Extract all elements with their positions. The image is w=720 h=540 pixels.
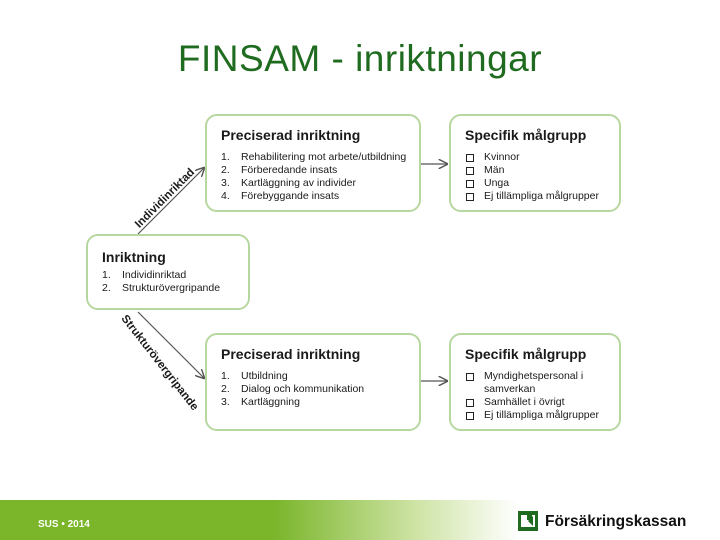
list-item: 3.Kartläggning (221, 396, 300, 408)
upper-precise-box: Preciserad inriktning 1.Rehabilitering m… (205, 114, 421, 212)
list-item: Unga (465, 177, 619, 190)
checkbox-bullet-icon (466, 399, 474, 407)
list-item: Män (465, 164, 619, 177)
footer-bar (0, 500, 720, 540)
list-item: 1.Rehabilitering mot arbete/utbildning (221, 151, 407, 163)
checkbox-bullet-icon (466, 154, 474, 162)
checkbox-bullet-icon (466, 167, 474, 175)
lower-precise-box: Preciserad inriktning 1.Utbildning 2.Dia… (205, 333, 421, 431)
checkbox-bullet-icon (466, 373, 474, 381)
list-item: 2.Dialog och kommunikation (221, 383, 365, 395)
list-item: Samhället i övrigt (465, 396, 619, 409)
list-item: Kvinnor (465, 151, 619, 164)
lower-precise-heading: Preciserad inriktning (221, 346, 361, 362)
list-item: 1.Individinriktad (102, 269, 187, 281)
lower-target-box: Specifik målgrupp Myndighetspersonal i s… (449, 333, 621, 431)
footer-text: SUS • 2014 (38, 519, 90, 530)
list-item: 3.Kartläggning av individer (221, 177, 356, 189)
checkbox-bullet-icon (466, 180, 474, 188)
list-item: samverkan (484, 383, 536, 395)
page-title: FINSAM - inriktningar (177, 38, 543, 79)
checkbox-bullet-icon (466, 412, 474, 420)
upper-precise-heading: Preciserad inriktning (221, 127, 361, 143)
center-box-heading: Inriktning (102, 249, 166, 265)
lower-branch-arrow (137, 311, 204, 378)
list-item: 2.Förberedande insats (221, 164, 338, 176)
checkbox-bullet-icon (466, 193, 474, 201)
list-item: Myndighetspersonal i (465, 370, 619, 383)
upper-branch-arrow (137, 168, 204, 235)
list-item: Ej tillämpliga målgrupper (465, 190, 619, 203)
logo-text: Försäkringskassan (545, 513, 687, 530)
list-item: 1.Utbildning (221, 370, 288, 382)
logo-icon (518, 511, 538, 531)
list-item: 4.Förebyggande insats (221, 190, 340, 202)
upper-target-box: Specifik målgrupp Kvinnor Män Unga Ej ti… (449, 114, 621, 212)
list-item: 2.Strukturövergripande (102, 282, 221, 294)
list-item: Ej tillämpliga målgrupper (465, 409, 619, 422)
center-box: Inriktning 1.Individinriktad 2.Strukturö… (86, 234, 250, 310)
lower-target-heading: Specifik målgrupp (465, 346, 587, 362)
upper-target-heading: Specifik målgrupp (465, 127, 587, 143)
